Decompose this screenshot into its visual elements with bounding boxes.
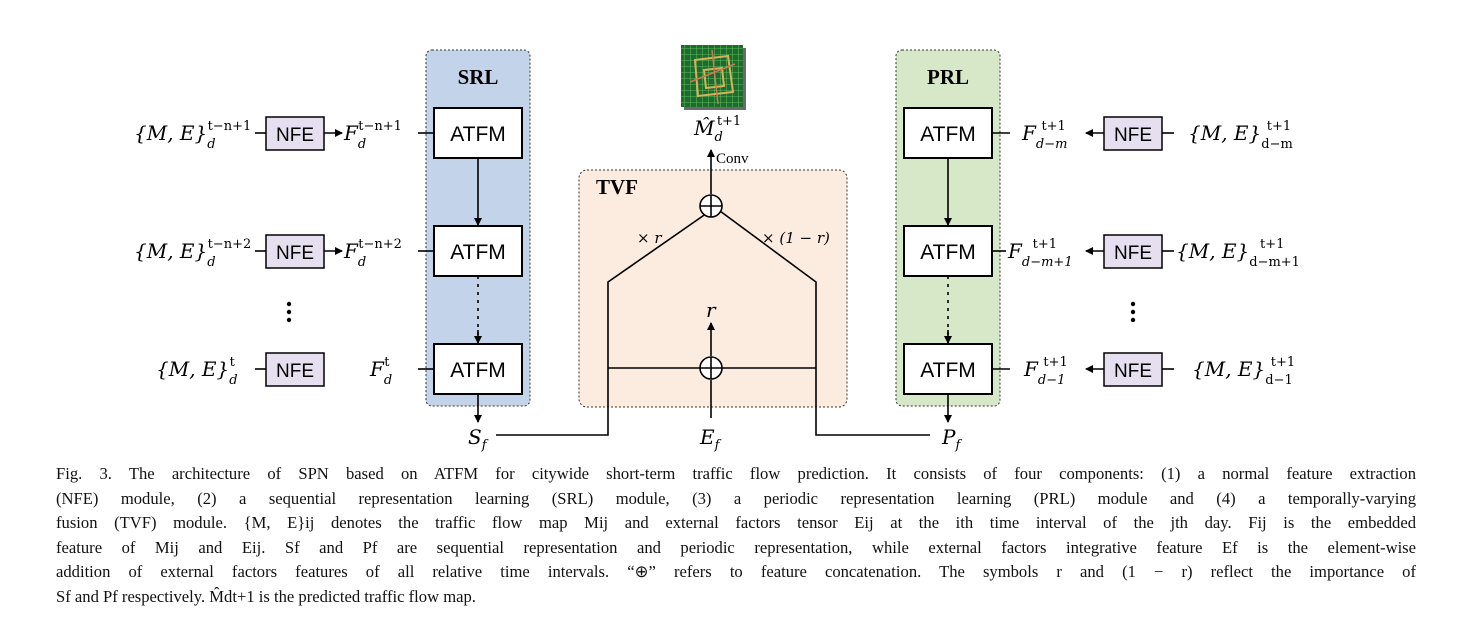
caption-line-5: addition of external factors features of… xyxy=(56,562,1416,582)
ef-label: Ef xyxy=(699,425,722,453)
input-left-2: {M, E}dt−n+2 xyxy=(134,237,251,270)
caption-line-1: Fig. 3. The architecture of SPN based on… xyxy=(56,464,1416,483)
conv-label: Conv xyxy=(716,151,749,167)
tvf-panel xyxy=(578,169,848,408)
svg-text:ATFM: ATFM xyxy=(920,359,976,382)
svg-text:NFE: NFE xyxy=(276,125,314,146)
architecture-diagram: SRL PRL TVF ATFM ATFM ATFM ATFM ATFM ATF… xyxy=(134,45,1300,453)
caption-line-4: feature of Mij and Eij. Sf and Pf are se… xyxy=(56,537,1416,557)
svg-text:ATFM: ATFM xyxy=(450,359,506,382)
ellipsis-dots xyxy=(286,301,1136,323)
prl-title: PRL xyxy=(927,65,969,89)
atfm-block-prl-3: ATFM xyxy=(903,343,993,395)
nfe-block-right-1: NFE xyxy=(1103,116,1163,151)
nfe-block-left-3: NFE xyxy=(265,352,325,387)
atfm-block-srl-3: ATFM xyxy=(433,343,523,395)
feature-right-1: Fd−mt+1 xyxy=(1021,119,1067,152)
feature-left-2: Fdt−n+2 xyxy=(343,237,402,270)
input-right-1: {M, E}d−mt+1 xyxy=(1188,119,1293,152)
atfm-block-prl-1: ATFM xyxy=(903,107,993,159)
srl-title: SRL xyxy=(458,65,499,89)
svg-text:NFE: NFE xyxy=(1114,361,1152,382)
nfe-block-right-3: NFE xyxy=(1103,352,1163,387)
atfm-block-prl-2: ATFM xyxy=(903,225,993,277)
figure-caption: Fig. 3. The architecture of SPN based on… xyxy=(56,462,1416,610)
input-left-3: {M, E}dt xyxy=(156,355,238,388)
input-right-2: {M, E}d−m+1t+1 xyxy=(1176,237,1300,270)
svg-text:NFE: NFE xyxy=(1114,243,1152,264)
connection-lines xyxy=(255,129,1174,436)
feature-left-3: Fdt xyxy=(369,355,392,388)
x1r-label: × (1 − r) xyxy=(762,229,830,247)
caption-line-2: (NFE) module, (2) a sequential represent… xyxy=(56,488,1416,508)
svg-text:NFE: NFE xyxy=(276,243,314,264)
svg-text:ATFM: ATFM xyxy=(450,241,506,264)
feature-left-1: Fdt−n+1 xyxy=(343,119,402,152)
svg-text:ATFM: ATFM xyxy=(920,123,976,146)
atfm-block-srl-1: ATFM xyxy=(433,107,523,159)
nfe-block-left-2: NFE xyxy=(265,234,325,269)
svg-text:ATFM: ATFM xyxy=(450,123,506,146)
input-right-3: {M, E}d−1t+1 xyxy=(1192,355,1295,388)
feature-right-3: Fd−1t+1 xyxy=(1023,355,1068,388)
concat-symbol-top xyxy=(699,194,723,218)
tvf-title: TVF xyxy=(596,175,638,199)
predicted-map-image xyxy=(681,45,746,110)
input-left-1: {M, E}dt−n+1 xyxy=(134,119,251,152)
svg-text:NFE: NFE xyxy=(1114,125,1152,146)
feature-right-2: Fd−m+1t+1 xyxy=(1007,237,1073,270)
r-label: r xyxy=(706,298,717,322)
svg-text:ATFM: ATFM xyxy=(920,241,976,264)
sf-label: Sf xyxy=(468,425,489,453)
svg-text:NFE: NFE xyxy=(276,361,314,382)
atfm-block-srl-2: ATFM xyxy=(433,225,523,277)
nfe-block-left-1: NFE xyxy=(265,116,325,151)
caption-line-3: fusion (TVF) module. {M, E}ij denotes th… xyxy=(56,513,1416,533)
xr-label: × r xyxy=(637,229,662,247)
predicted-map-label: M̂dt+1 xyxy=(693,114,741,145)
nfe-block-right-2: NFE xyxy=(1103,234,1163,269)
concat-symbol-inner xyxy=(699,356,723,380)
caption-line-6: Sf and Pf respectively. M̂dt+1 is the pr… xyxy=(56,586,476,606)
pf-label: Pf xyxy=(941,425,962,453)
